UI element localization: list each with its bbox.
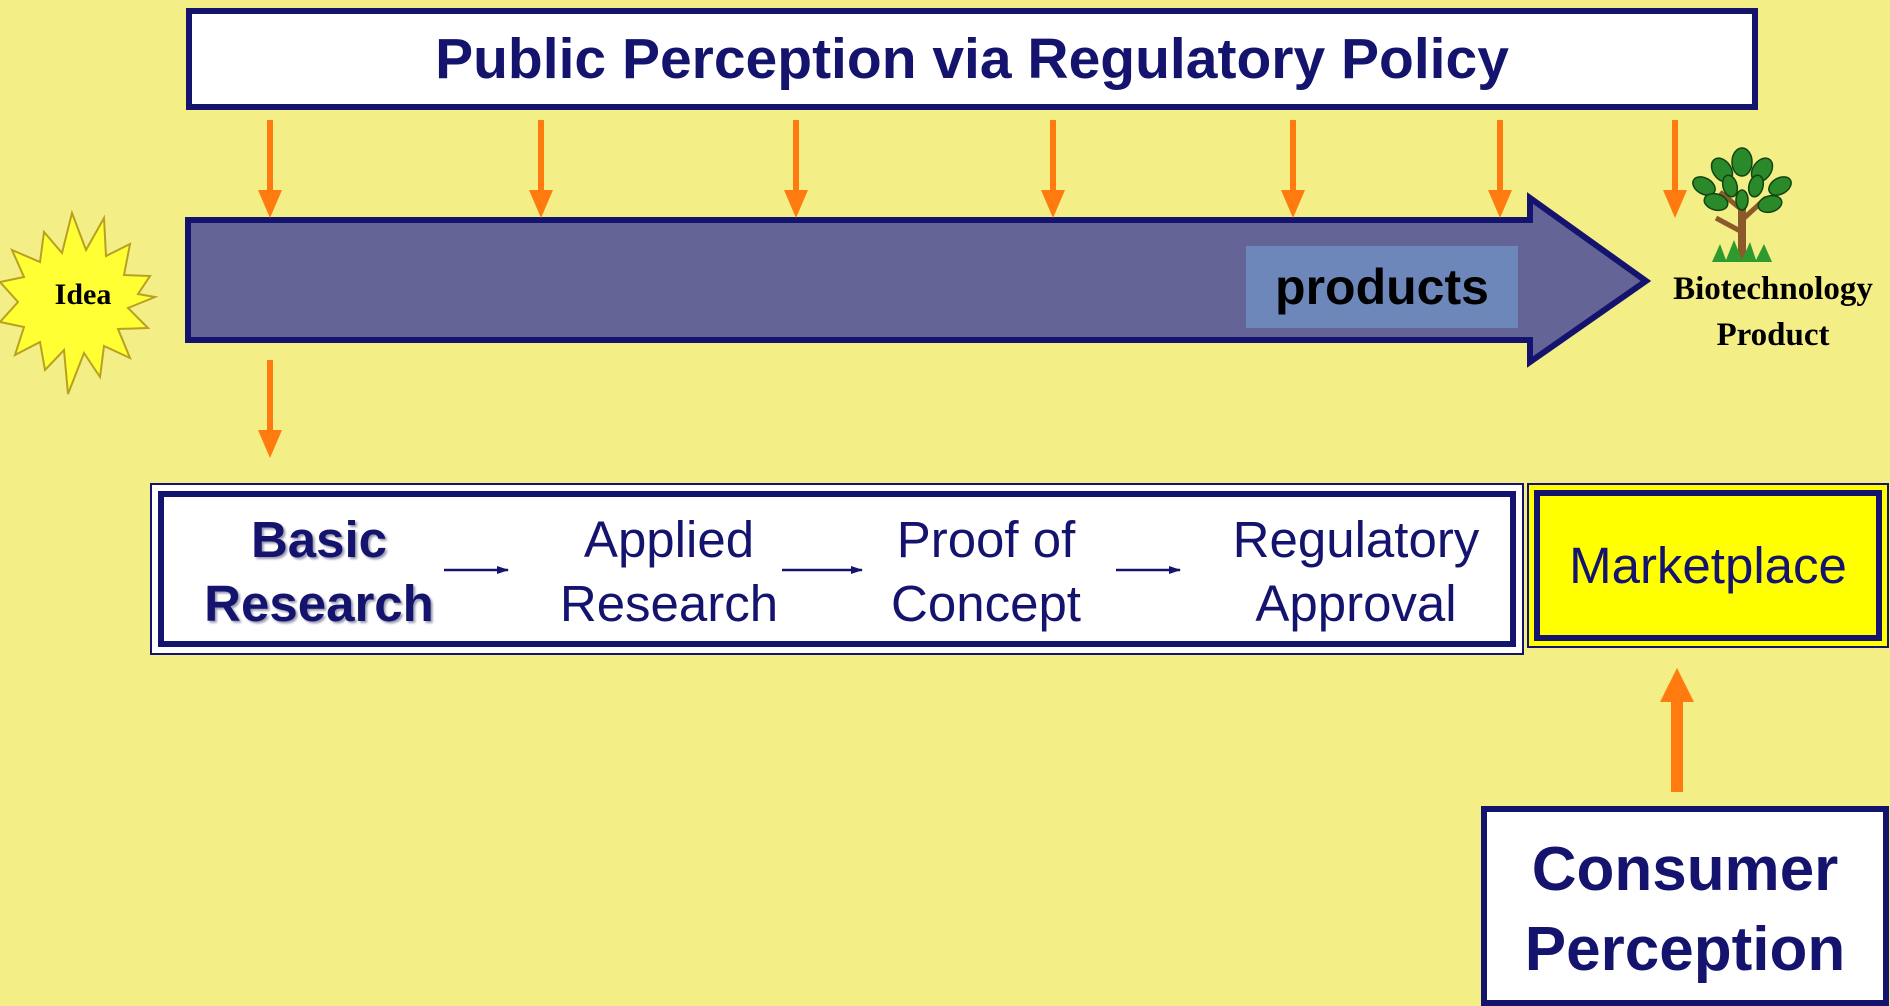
stage-line1: Basic <box>250 511 388 568</box>
marketplace-label: Marketplace <box>1569 537 1847 594</box>
consumer-perception-box: Consumer Perception <box>1481 806 1889 1006</box>
biotech-product-line2: Product <box>1716 317 1830 353</box>
regulatory-arrow <box>1281 120 1305 218</box>
stage-line1: Applied <box>583 511 755 568</box>
stage-basic-research: Basic Research <box>178 508 460 636</box>
regulatory-arrow <box>1663 120 1687 218</box>
marketplace-box: Marketplace <box>1534 490 1882 641</box>
idea-starburst-icon <box>0 209 159 395</box>
stage-line2: Research <box>559 575 779 632</box>
stage-line2: Concept <box>891 575 1081 632</box>
pipeline-box <box>158 491 1516 647</box>
biotech-product-line1: Biotechnology <box>1673 271 1873 307</box>
products-label: products <box>1246 246 1518 328</box>
research-entry-arrow <box>258 360 282 458</box>
stage-line2: Research <box>204 575 434 632</box>
biotech-product-label: Biotechnology Product <box>1656 266 1890 358</box>
title: Public Perception via Regulatory Policy <box>435 27 1509 91</box>
regulatory-arrow <box>784 120 808 218</box>
regulatory-arrows <box>258 120 1687 458</box>
consumer-influence-arrow <box>1660 668 1694 792</box>
regulatory-arrow <box>529 120 553 218</box>
consumer-perception-line2: Perception <box>1524 915 1846 984</box>
tree-icon <box>1692 147 1792 262</box>
title-box: Public Perception via Regulatory Policy <box>186 8 1758 110</box>
stage-applied-research: Applied Research <box>538 508 800 636</box>
stage-line1: Proof of <box>896 511 1076 568</box>
stage-line1: Regulatory <box>1232 511 1480 568</box>
regulatory-arrow <box>258 120 282 218</box>
stage-line2: Approval <box>1255 575 1457 632</box>
idea-label: Idea <box>54 278 112 311</box>
stage-regulatory-approval: Regulatory Approval <box>1206 508 1506 636</box>
stage-proof-of-concept: Proof of Concept <box>866 508 1106 636</box>
regulatory-arrow <box>1041 120 1065 218</box>
consumer-perception-line1: Consumer <box>1531 835 1839 904</box>
regulatory-arrow <box>1488 120 1512 218</box>
